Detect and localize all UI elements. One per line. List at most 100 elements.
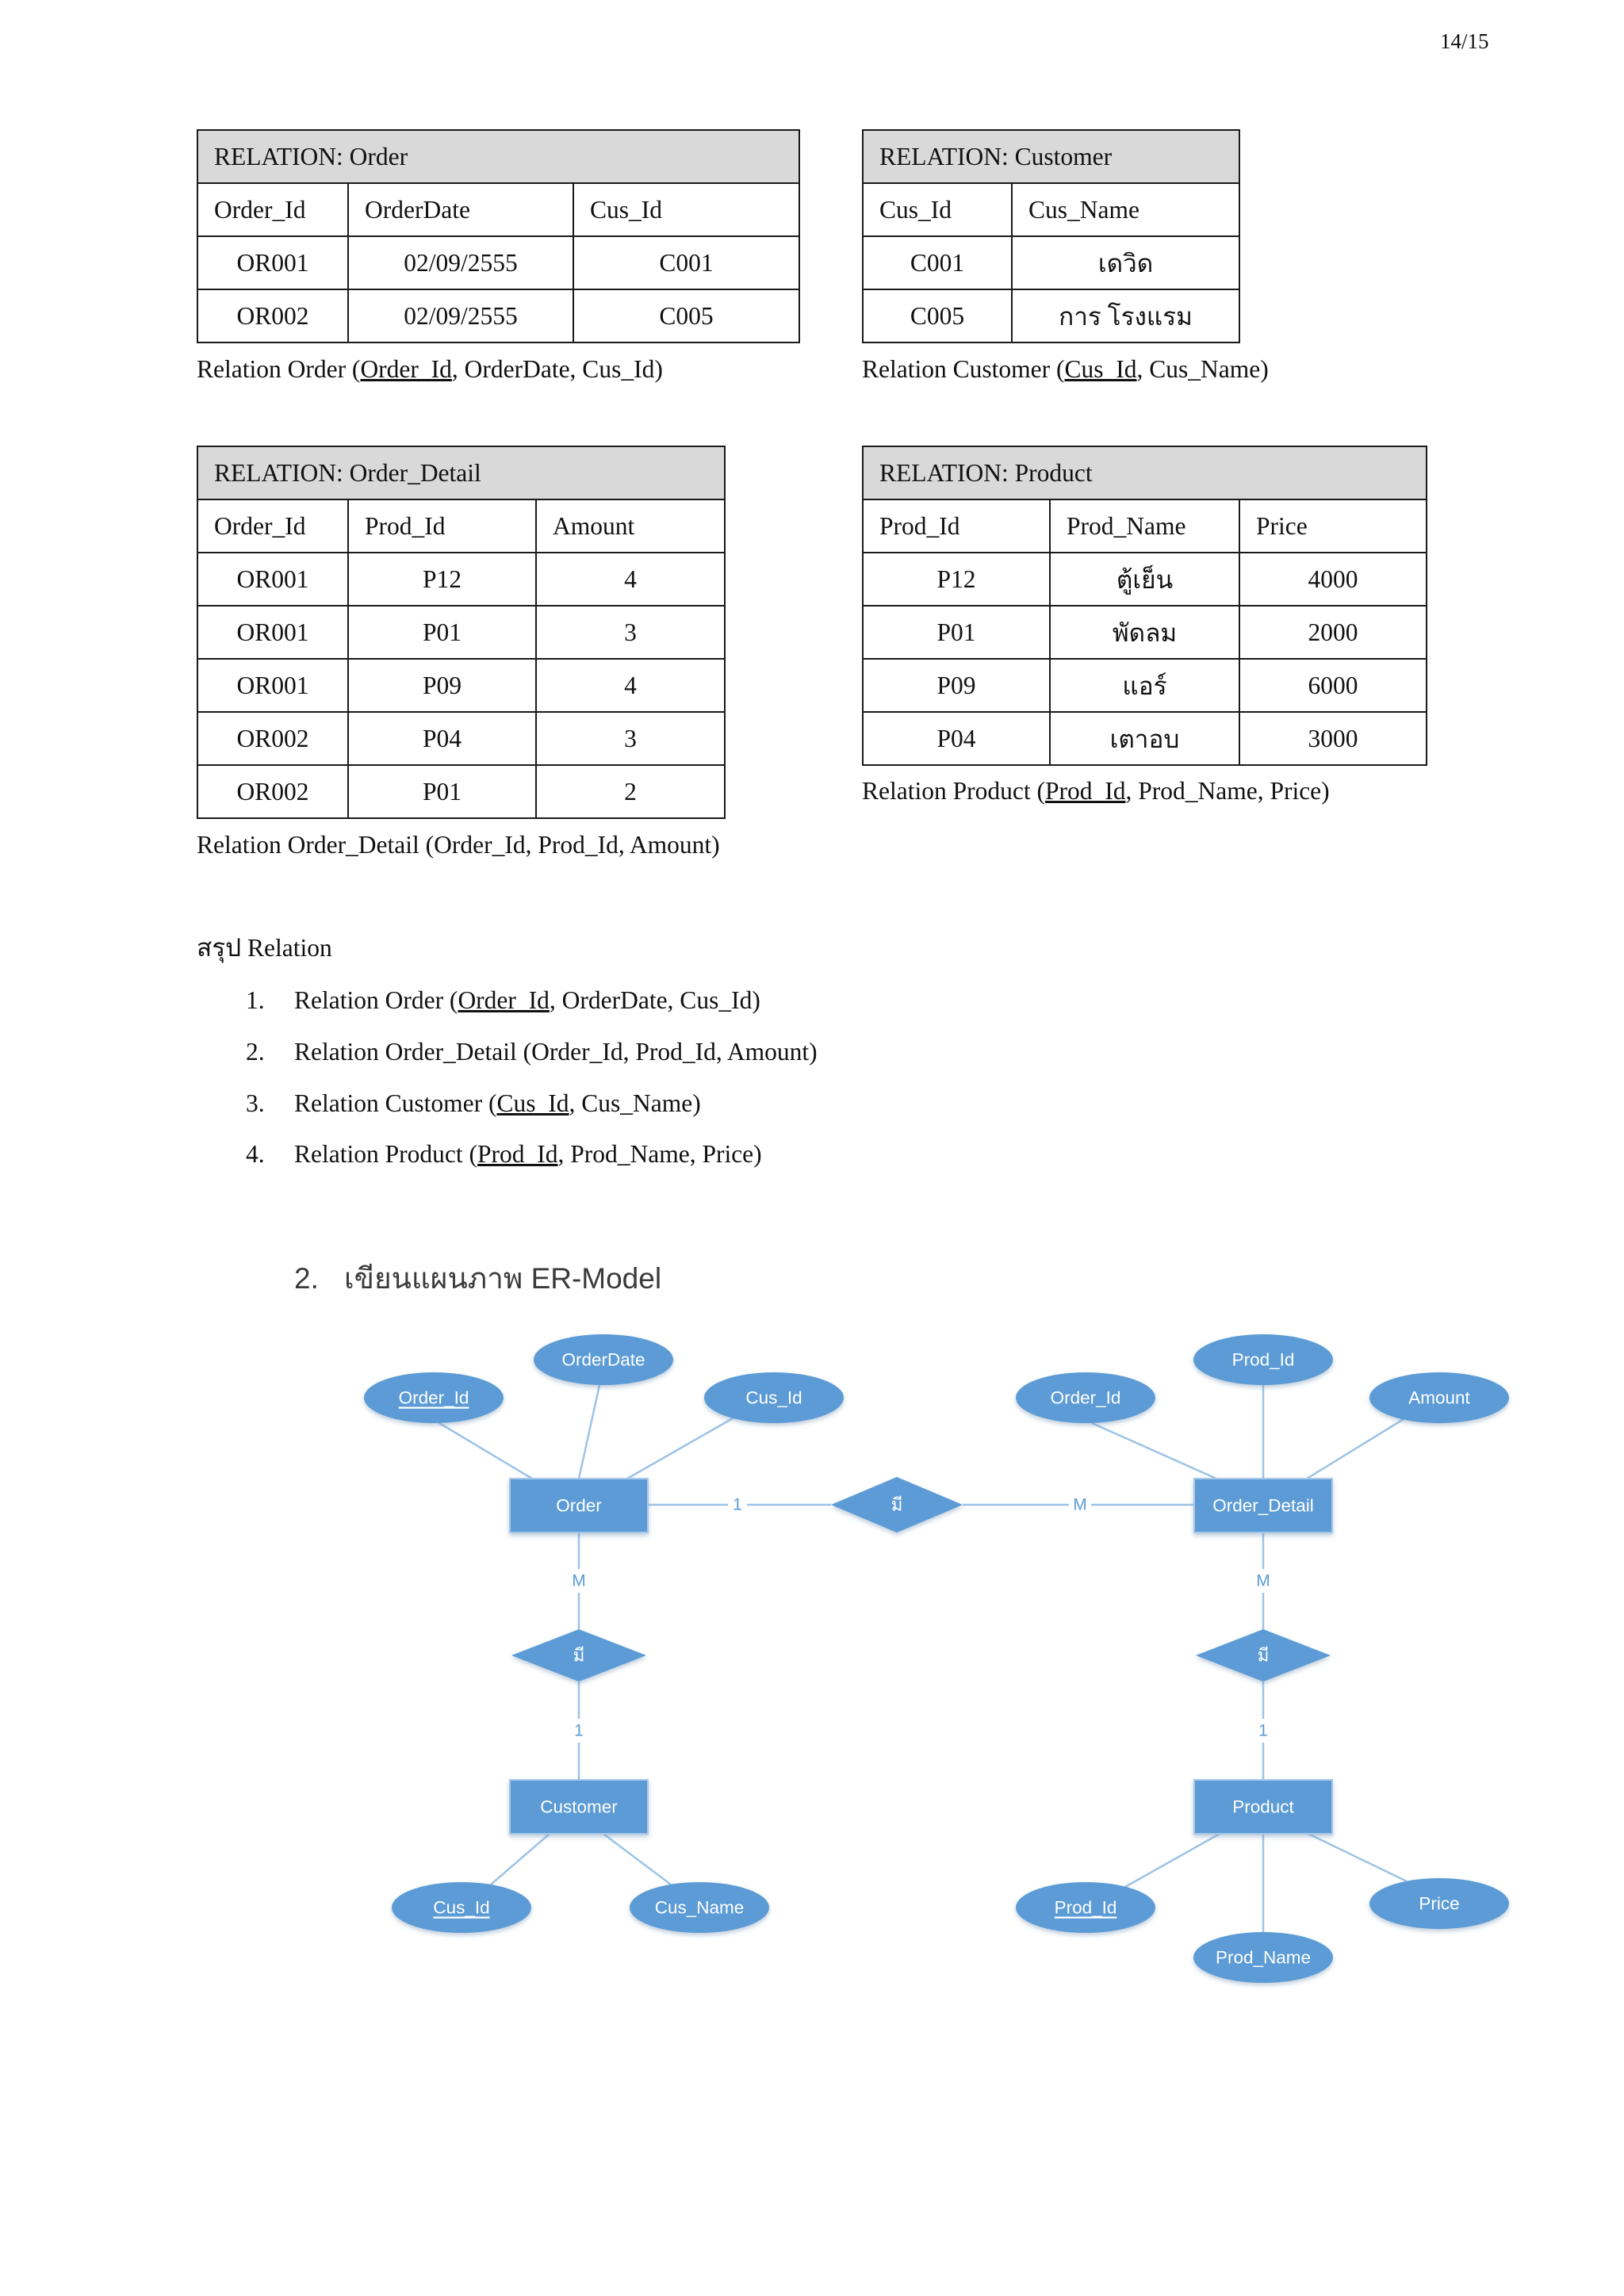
entity-label: Order (556, 1496, 602, 1516)
line-product-to-prod-id (1124, 1832, 1220, 1888)
customer-relation-caption: Relation Customer (Cus_Id, Cus_Name) (862, 354, 1269, 385)
column-header: Order_Id (197, 182, 349, 237)
table-cell: OR002 (197, 711, 349, 766)
column-header: Cus_Id (862, 182, 1013, 237)
customer-relation-table: RELATION: Customer Cus_Id Cus_Name C001 … (861, 129, 1241, 343)
table-header-row: Order_Id Prod_Id Amount (197, 499, 726, 553)
attribute-label: OrderDate (561, 1350, 645, 1370)
table-row: P12 ตู้เย็น 4000 (862, 552, 1428, 607)
table-header-row: Order_Id OrderDate Cus_Id (197, 182, 801, 237)
relationship-label: มี (573, 1646, 585, 1666)
attribute-order-id: Order_Id (1016, 1372, 1155, 1423)
caption-primary-key: Order_Id (360, 355, 452, 383)
relationship-label: มี (1258, 1646, 1270, 1666)
entity-box (1193, 1478, 1333, 1533)
table-cell: 4 (535, 658, 726, 713)
cardinality-label: M (1252, 1569, 1274, 1593)
attribute-ellipse (364, 1372, 504, 1423)
column-header: Price (1238, 499, 1428, 553)
entity-box (1193, 1779, 1333, 1835)
table-row: C001 เดวิด (862, 235, 1241, 290)
list-item-suffix: , Cus_Name) (569, 1089, 701, 1117)
table-cell: 4000 (1238, 552, 1428, 607)
attribute-ellipse (1016, 1372, 1155, 1423)
table-title: RELATION: Order_Detail (197, 446, 726, 500)
column-header: Order_Id (197, 499, 349, 553)
attribute-label: Order_Id (1051, 1388, 1121, 1408)
table-header-row: Prod_Id Prod_Name Price (862, 499, 1428, 553)
table-cell: 2000 (1238, 605, 1428, 660)
label-background (1069, 1493, 1091, 1517)
line-customer-to-cus-id (490, 1833, 550, 1885)
line-amount-to-order-detail (1306, 1418, 1404, 1480)
table-cell: C001 (862, 235, 1013, 290)
table-cell: เดวิด (1010, 235, 1241, 290)
table-title-row: RELATION: Order_Detail (197, 446, 726, 500)
attribute-prod-id: Prod_Id (1193, 1334, 1333, 1385)
attribute-ellipse (1369, 1878, 1509, 1929)
list-item-primary-key: Order_Id (458, 986, 550, 1014)
table-title: RELATION: Product (861, 446, 1428, 500)
line-customer-to-cus-name (603, 1833, 672, 1885)
list-item: Relation Product (Prod_Id, Prod_Name, Pr… (294, 1139, 762, 1169)
attribute-ellipse (704, 1372, 844, 1423)
table-row: OR001 P01 3 (197, 605, 726, 660)
attribute-ellipse (1193, 1334, 1333, 1385)
caption-prefix: Relation Customer ( (862, 355, 1065, 383)
attribute-ellipse (630, 1882, 769, 1933)
table-row: OR001 02/09/2555 C001 (197, 235, 801, 290)
table-cell: ตู้เย็น (1049, 552, 1240, 607)
order-detail-relation-caption: Relation Order_Detail (Order_Id, Prod_Id… (197, 831, 720, 859)
relationship-diamond (1196, 1629, 1331, 1682)
table-cell: OR001 (197, 235, 349, 290)
column-header: Prod_Name (1049, 499, 1240, 553)
list-item-suffix: , OrderDate, Cus_Id) (549, 986, 760, 1014)
list-item-number: 3. (246, 1089, 265, 1117)
attribute-prod-id: Prod_Id (1016, 1882, 1155, 1933)
attribute-price: Price (1369, 1878, 1509, 1929)
entity-label: Product (1232, 1797, 1294, 1817)
caption-prefix: Relation Product ( (862, 777, 1045, 805)
list-item-suffix: , Prod_Name, Price) (557, 1140, 762, 1168)
caption-primary-key: Prod_Id (1044, 777, 1126, 805)
column-header: Amount (535, 499, 726, 553)
summary-title: สรุป Relation (197, 934, 332, 962)
list-item-number: 1. (246, 986, 265, 1014)
entity-order-detail: Order_Detail (1193, 1478, 1333, 1533)
entity-order: Order (509, 1478, 649, 1533)
table-cell: แอร์ (1049, 658, 1240, 713)
order-detail-relation-table: RELATION: Order_Detail Order_Id Prod_Id … (197, 446, 726, 819)
table-row: C005 การ โรงแรม (862, 289, 1241, 343)
line-order-id-to-order (439, 1422, 533, 1480)
caption-suffix: , Cus_Name) (1136, 355, 1269, 383)
entity-box (509, 1478, 649, 1533)
table-row: P09 แอร์ 6000 (862, 658, 1428, 713)
relationship-diamond (511, 1629, 646, 1682)
attribute-ellipse (1193, 1932, 1333, 1983)
er-section-number: 2. (294, 1262, 319, 1295)
list-item-prefix: Relation Customer ( (294, 1089, 497, 1117)
cardinality-text: M (1073, 1496, 1087, 1514)
table-cell: 2 (535, 764, 726, 819)
table-cell: พัดลม (1049, 605, 1240, 660)
table-row: OR002 P01 2 (197, 764, 726, 819)
entity-customer: Customer (509, 1779, 649, 1835)
attribute-cus-id: Cus_Id (704, 1372, 844, 1423)
attribute-label: Cus_Id (745, 1388, 802, 1408)
list-item: Relation Order (Order_Id, OrderDate, Cus… (294, 985, 760, 1016)
table-cell: P01 (862, 605, 1051, 660)
label-background (728, 1493, 747, 1517)
table-row: OR001 P12 4 (197, 552, 726, 607)
attribute-label: Amount (1408, 1388, 1470, 1408)
label-background (568, 1569, 590, 1593)
table-header-row: Cus_Id Cus_Name (862, 182, 1241, 237)
list-item: Relation Order_Detail (Order_Id, Prod_Id… (294, 1038, 818, 1066)
table-cell: 3 (535, 711, 726, 766)
attribute-order-id: Order_Id (364, 1372, 504, 1423)
table-title: RELATION: Customer (861, 129, 1241, 184)
relationship-order-order-detail: มี (831, 1477, 963, 1533)
table-cell: C005 (862, 289, 1013, 343)
table-cell: 02/09/2555 (347, 289, 574, 343)
table-cell: OR002 (197, 289, 349, 343)
caption-prefix: Relation Order ( (197, 355, 361, 383)
